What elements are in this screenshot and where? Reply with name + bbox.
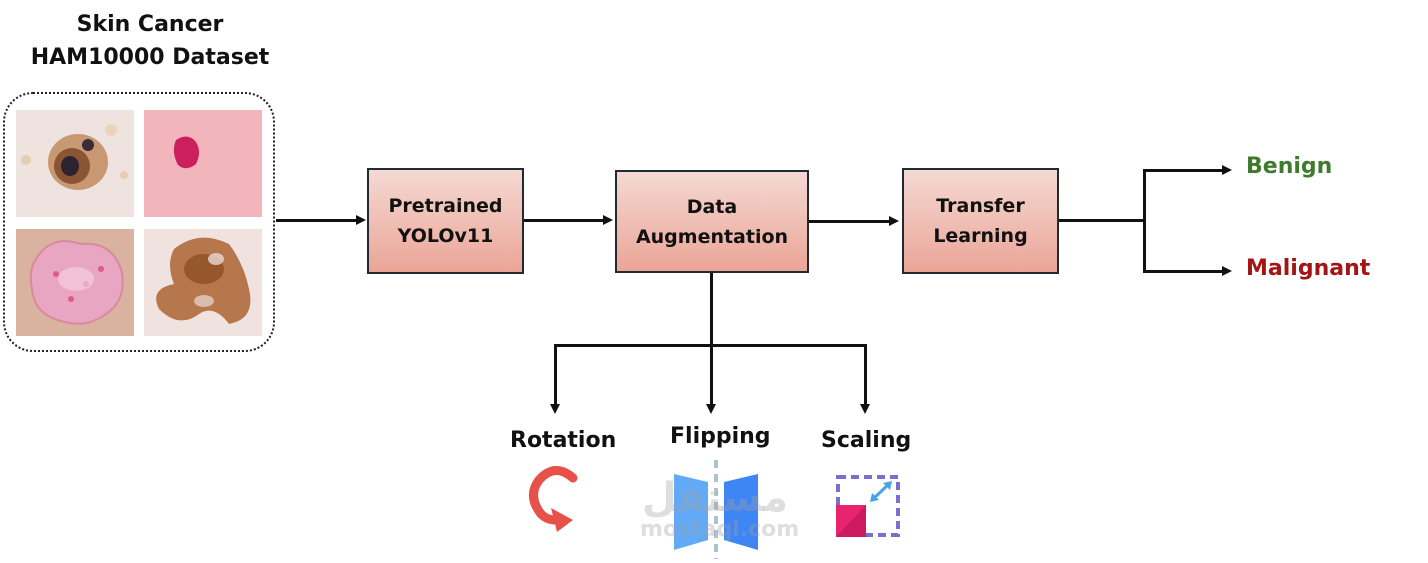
lesion-image-pink-small [144,110,262,217]
transfer-learning-block: Transfer Learning [902,168,1059,274]
connector-augmentation-down [710,273,713,406]
arrowhead-to-rotation [550,404,560,414]
rotate-arrow-icon [525,464,585,534]
outcome-benign: Benign [1246,154,1333,179]
yolo-block-line2: YOLOv11 [397,225,494,247]
connector-yolo-to-augmentation [524,219,605,222]
data-augmentation-block: Data Augmentation [615,170,809,273]
arrowhead-to-scaling [860,404,870,414]
connector-to-rotation [554,344,557,406]
connector-dataset-to-yolo [276,219,358,222]
arrowhead-to-flipping [706,404,716,414]
arrowhead-dataset-to-yolo [356,215,366,225]
connector-augmentation-horizontal [554,344,867,347]
dataset-title-line1: Skin Cancer [76,12,224,37]
arrowhead-to-benign [1222,165,1232,175]
yolo-block-line1: Pretrained [388,195,503,217]
arrowhead-augmentation-to-transfer [889,216,899,226]
augmentation-label-flipping: Flipping [670,424,771,449]
lesion-image-pink-large [16,229,134,336]
augmentation-block-line1: Data [686,195,738,218]
connector-to-scaling [864,344,867,406]
dataset-title-line2: HAM10000 Dataset [30,45,270,70]
connector-to-benign [1143,169,1223,172]
connector-to-malignant [1143,270,1223,273]
transfer-block-line1: Transfer [936,195,1025,217]
flip-icon [672,460,762,559]
connector-transfer-to-split [1059,219,1145,222]
connector-augmentation-to-transfer [809,220,891,223]
dataset-title: Skin Cancer HAM10000 Dataset [0,8,300,74]
dataset-images-box [3,92,275,352]
arrowhead-to-malignant [1222,266,1232,276]
connector-output-split-vertical [1143,169,1146,272]
lesion-image-brown-dark [16,110,134,217]
augmentation-label-rotation: Rotation [510,428,617,453]
scale-icon [834,473,902,539]
outcome-malignant: Malignant [1246,256,1371,281]
pretrained-yolo-block: Pretrained YOLOv11 [367,168,524,274]
lesion-image-brown-irregular [144,229,262,336]
augmentation-label-scaling: Scaling [821,428,912,453]
transfer-block-line2: Learning [933,225,1028,247]
augmentation-block-line2: Augmentation [635,225,789,248]
arrowhead-yolo-to-augmentation [603,215,613,225]
